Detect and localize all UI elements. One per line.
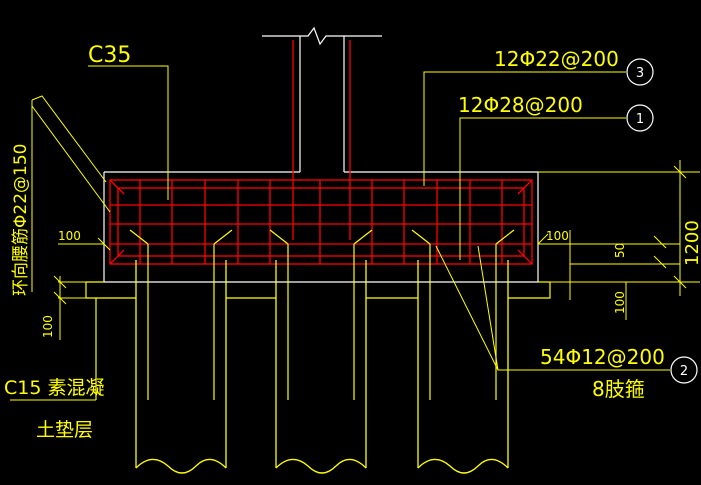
callout-1-label: 1	[636, 112, 644, 127]
leader-lines	[10, 65, 670, 401]
column-outline	[104, 26, 538, 173]
rebar-3-label: 12Φ22@200	[494, 47, 619, 71]
callout-3-label: 3	[636, 66, 644, 81]
pile-left	[135, 260, 227, 474]
callout-2: 2	[670, 356, 698, 384]
pile-right	[417, 260, 509, 474]
callout-3: 3	[626, 58, 654, 86]
pile-cap-outline	[103, 172, 539, 283]
rebar-1-label: 12Φ28@200	[458, 93, 583, 117]
dim-100-bottom-right: 100	[613, 291, 627, 314]
dim-100-bottom-left: 100	[41, 315, 55, 338]
cushion-label-line1: C15 素混凝	[4, 377, 104, 399]
dim-100-right: 100	[546, 229, 569, 243]
pile-anchor-bars	[129, 229, 515, 400]
stirrup-note-label: 8肢箍	[592, 377, 645, 401]
concrete-grade-label: C35	[88, 43, 131, 68]
callout-2-label: 2	[680, 364, 688, 379]
dim-height-label: 1200	[682, 220, 701, 266]
cushion-layer	[85, 281, 551, 400]
dimension-lines	[53, 160, 700, 340]
rebar-2-label: 54Φ12@200	[540, 345, 665, 369]
dim-50: 50	[613, 243, 627, 258]
pile-cap-rebar-cage	[109, 179, 533, 265]
callout-1: 1	[626, 104, 654, 132]
column-rebar	[292, 40, 351, 240]
cushion-label-line2: 土垫层	[36, 419, 93, 441]
dim-100-left: 100	[58, 229, 81, 243]
pile-middle	[275, 260, 367, 474]
ring-rebar-label: 环向腰筋Φ22@150	[11, 144, 31, 296]
